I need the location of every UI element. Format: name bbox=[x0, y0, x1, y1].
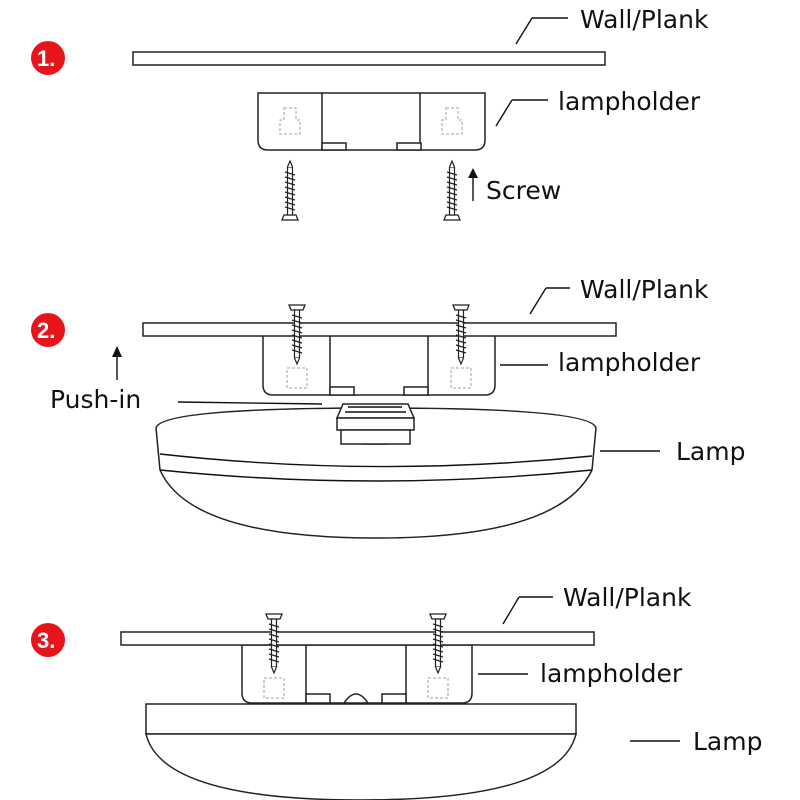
step-2-number: 2. bbox=[37, 318, 55, 343]
lamp-label: Lamp bbox=[676, 437, 745, 466]
lampholder-label: lampholder bbox=[558, 87, 701, 116]
lamp-label: Lamp bbox=[693, 727, 762, 756]
up-arrow-icon bbox=[112, 346, 122, 380]
step-1-number: 1. bbox=[37, 46, 55, 71]
push-in-label: Push-in bbox=[50, 385, 141, 414]
lampholder bbox=[262, 334, 496, 396]
step-2-badge bbox=[31, 313, 65, 347]
wall-plank-label: Wall/Plank bbox=[563, 583, 692, 612]
lamp bbox=[145, 703, 577, 800]
lampholder bbox=[257, 92, 486, 151]
step-1-badge bbox=[31, 41, 65, 75]
wall-plank bbox=[120, 631, 595, 646]
lampholder-label: lampholder bbox=[558, 348, 701, 377]
step-3: 3. Wall/Plank lampholder Lamp bbox=[31, 583, 762, 800]
lampholder-label: lampholder bbox=[540, 659, 683, 688]
up-arrow-icon bbox=[468, 168, 478, 201]
step-3-badge bbox=[31, 623, 65, 657]
screw-label: Screw bbox=[486, 176, 561, 205]
lamp bbox=[155, 403, 597, 539]
step-2: 2. Wall/Plank lampholder Push-in bbox=[31, 275, 745, 539]
wall-plank-label: Wall/Plank bbox=[580, 275, 709, 304]
screw-right bbox=[443, 160, 461, 221]
step-1: 1. Wall/Plank lampholder Screw bbox=[31, 5, 709, 221]
lampholder bbox=[241, 644, 473, 704]
connector bbox=[335, 403, 416, 445]
screw-left bbox=[281, 160, 299, 221]
step-3-number: 3. bbox=[37, 628, 55, 653]
wall-plank bbox=[142, 322, 617, 337]
wall-plank-label: Wall/Plank bbox=[580, 5, 709, 34]
wall-plank bbox=[132, 51, 606, 66]
